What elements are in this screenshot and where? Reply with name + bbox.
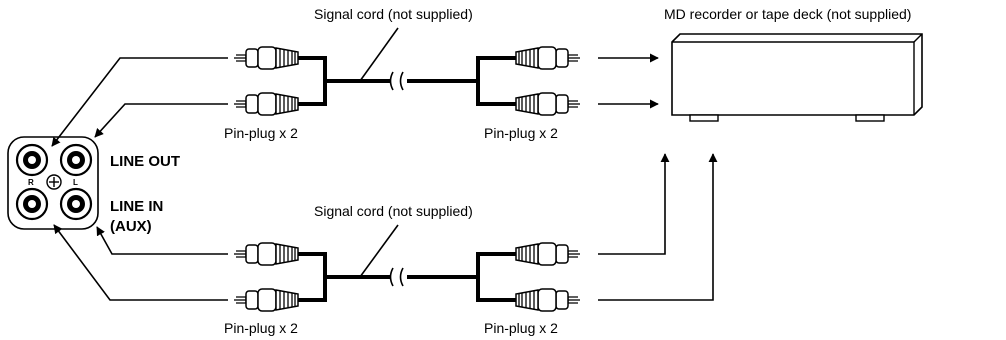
pin-plug-label-bottom-left: Pin-plug x 2 xyxy=(224,320,298,336)
md-recorder-device xyxy=(671,33,923,122)
pin-plug-bottom-right-lower xyxy=(516,289,580,311)
line-out-l-jack xyxy=(59,143,93,177)
jack-r-label: R xyxy=(28,178,34,187)
signal-cord-bottom-label: Signal cord (not supplied) xyxy=(314,203,473,219)
top-signal-cord xyxy=(233,27,580,116)
line-in-r-jack xyxy=(15,187,49,221)
signal-cord-top-label: Signal cord (not supplied) xyxy=(314,6,473,22)
pin-plug-top-left-lower xyxy=(233,92,299,116)
line-in-l-jack xyxy=(59,187,93,221)
connection-lines xyxy=(51,53,718,301)
pin-plug-label-bottom-right: Pin-plug x 2 xyxy=(484,320,558,336)
line-out-label: LINE OUT xyxy=(110,153,180,170)
pin-plug-bottom-left-upper xyxy=(233,242,299,266)
pin-plug-top-right-lower xyxy=(516,93,580,115)
aux-label: (AUX) xyxy=(110,218,152,235)
pin-plug-top-right-upper xyxy=(516,47,580,69)
pin-plug-top-left-upper xyxy=(233,46,299,70)
bottom-signal-cord xyxy=(233,224,580,312)
panel-screw-icon xyxy=(46,174,62,190)
recorder-label: MD recorder or tape deck (not supplied) xyxy=(664,6,911,22)
pin-plug-label-top-left: Pin-plug x 2 xyxy=(224,125,298,141)
jack-panel: R L xyxy=(7,136,99,230)
line-out-r-jack xyxy=(15,143,49,177)
pin-plug-label-top-right: Pin-plug x 2 xyxy=(484,125,558,141)
jack-l-label: L xyxy=(73,178,78,187)
pin-plug-bottom-right-upper xyxy=(516,243,580,265)
pin-plug-bottom-left-lower xyxy=(233,288,299,312)
line-in-label: LINE IN xyxy=(110,198,163,215)
